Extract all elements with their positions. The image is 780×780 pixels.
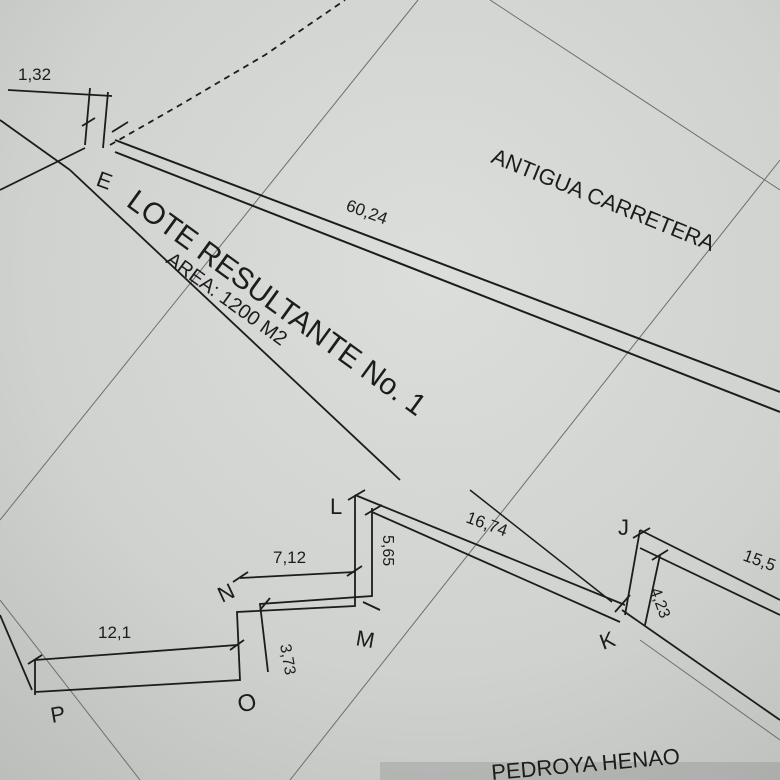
- point-label-p: P: [49, 701, 68, 728]
- dim-1-32-label: 1,32: [18, 65, 51, 84]
- dim-12-1-label: 12,1: [98, 623, 131, 642]
- point-label-m: M: [354, 625, 376, 653]
- dim-1-32-lines: [7, 87, 129, 149]
- point-label-l: L: [330, 494, 342, 519]
- dim-16-74-leader: [469, 489, 613, 603]
- dim-7-12-label: 7,12: [273, 548, 306, 567]
- bottom-shadow: [380, 762, 780, 780]
- road-boundary: [114, 139, 780, 413]
- dim-3-73-label: 3,73: [276, 643, 298, 677]
- left-boundary: [0, 119, 401, 481]
- dim-5-65-label: 5,65: [379, 535, 396, 566]
- lot-boundary: [0, 489, 780, 721]
- point-label-j: J: [618, 515, 629, 540]
